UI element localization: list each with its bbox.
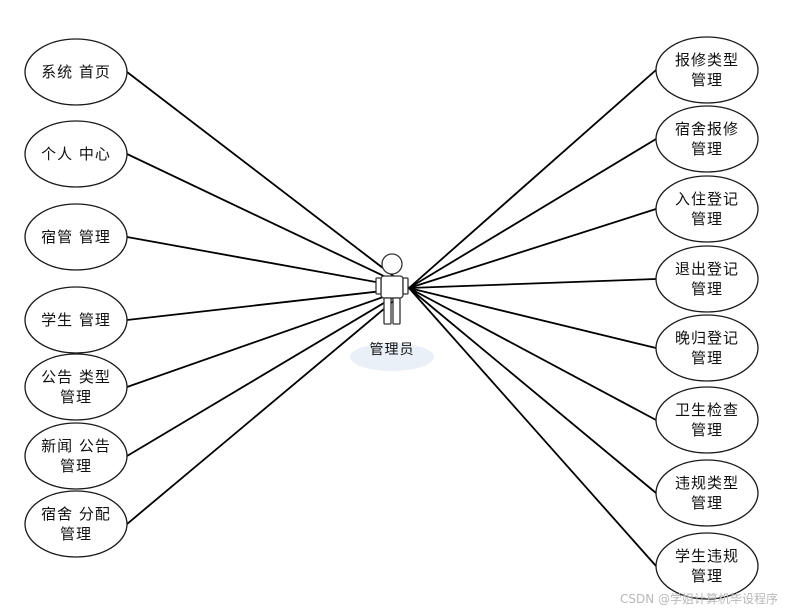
use-case-left-4[interactable]: 学生 管理 bbox=[24, 286, 128, 354]
use-case-label: 管理 bbox=[691, 280, 723, 298]
actor-label-shadow bbox=[350, 343, 434, 371]
association-right-2 bbox=[408, 138, 657, 289]
use-case-ellipse bbox=[655, 105, 759, 173]
association-right-8 bbox=[408, 287, 657, 567]
use-case-ellipse bbox=[24, 353, 128, 421]
use-case-label: 管理 bbox=[60, 525, 92, 543]
actor-left-leg bbox=[383, 297, 392, 325]
association-right-4 bbox=[408, 278, 657, 289]
actor-torso bbox=[380, 275, 404, 299]
use-case-label: 报修类型 bbox=[675, 51, 739, 69]
actor-administrator: 管理员 bbox=[350, 253, 434, 371]
actor-right-leg bbox=[392, 297, 401, 325]
use-case-label: 宿舍报修 bbox=[675, 120, 739, 138]
use-case-ellipse bbox=[655, 532, 759, 600]
use-case-label: 退出登记 bbox=[675, 260, 739, 278]
use-case-ellipse bbox=[24, 38, 128, 106]
association-left-7 bbox=[126, 287, 410, 525]
association-right-5 bbox=[408, 287, 657, 349]
use-case-ellipse bbox=[24, 203, 128, 271]
actor-head bbox=[381, 253, 403, 275]
use-case-label: 管理 bbox=[691, 567, 723, 585]
use-case-label: 管理 bbox=[691, 349, 723, 367]
use-case-ellipse bbox=[24, 120, 128, 188]
association-right-6 bbox=[408, 287, 657, 421]
use-case-label: 管理 bbox=[60, 388, 92, 406]
association-left-4 bbox=[126, 287, 410, 321]
actor-label: 管理员 bbox=[370, 342, 415, 358]
use-case-ellipse bbox=[655, 175, 759, 243]
association-left-6 bbox=[126, 287, 410, 457]
use-case-label: 学生违规 bbox=[675, 547, 739, 565]
use-case-ellipse bbox=[655, 36, 759, 104]
use-case-ellipse bbox=[655, 386, 759, 454]
use-case-label: 卫生检查 bbox=[675, 401, 739, 419]
use-case-label: 学生 管理 bbox=[41, 311, 111, 329]
use-case-ellipse bbox=[24, 490, 128, 558]
use-case-ellipse bbox=[24, 286, 128, 354]
actor-right-arm bbox=[402, 277, 409, 295]
use-case-label: 管理 bbox=[60, 457, 92, 475]
use-case-ellipse bbox=[24, 422, 128, 490]
association-right-1 bbox=[408, 69, 657, 289]
use-case-ellipse bbox=[655, 459, 759, 527]
use-case-label: 违规类型 bbox=[675, 474, 739, 492]
use-case-label: 宿舍 分配 bbox=[41, 505, 111, 523]
use-case-label: 新闻 公告 bbox=[41, 437, 111, 455]
use-case-left-3[interactable]: 宿管 管理 bbox=[24, 203, 128, 271]
association-lines bbox=[126, 69, 657, 567]
use-case-label: 管理 bbox=[691, 210, 723, 228]
use-case-label: 管理 bbox=[691, 71, 723, 89]
use-case-ellipse bbox=[655, 245, 759, 313]
use-case-label: 晚归登记 bbox=[675, 329, 739, 347]
association-right-7 bbox=[408, 287, 657, 494]
watermark: CSDN @学姐计算机毕设程序 bbox=[620, 591, 778, 606]
use-case-ellipse bbox=[655, 314, 759, 382]
association-left-2 bbox=[126, 153, 410, 289]
actor-left-arm bbox=[375, 277, 382, 295]
association-left-3 bbox=[126, 236, 410, 289]
association-right-3 bbox=[408, 208, 657, 289]
use-case-label: 管理 bbox=[691, 494, 723, 512]
use-case-label: 管理 bbox=[691, 140, 723, 158]
use-case-left-2[interactable]: 个人 中心 bbox=[24, 120, 128, 188]
use-case-label: 公告 类型 bbox=[41, 368, 111, 386]
use-case-label: 宿管 管理 bbox=[41, 228, 111, 246]
use-case-label: 管理 bbox=[691, 421, 723, 439]
use-case-label: 入住登记 bbox=[675, 190, 739, 208]
association-left-1 bbox=[126, 71, 410, 289]
use-case-left-1[interactable]: 系统 首页 bbox=[24, 38, 128, 106]
use-case-label: 个人 中心 bbox=[41, 145, 111, 163]
use-case-label: 系统 首页 bbox=[41, 63, 111, 81]
association-left-5 bbox=[126, 287, 410, 388]
